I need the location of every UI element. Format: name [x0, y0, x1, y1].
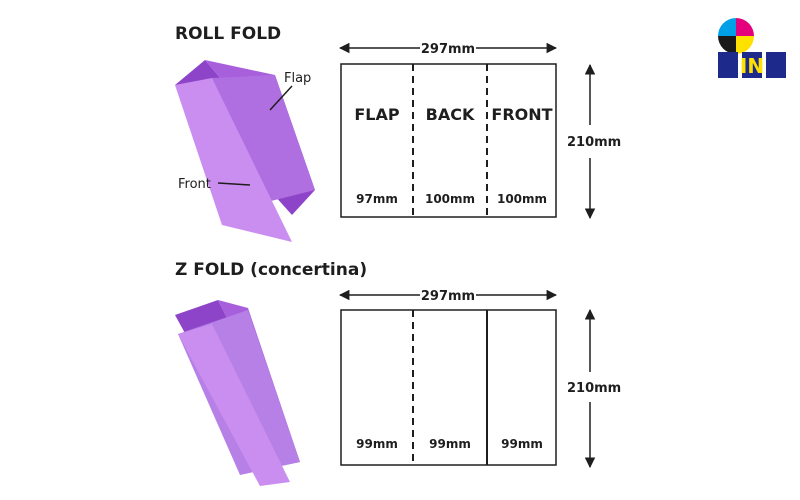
roll-width-label: 297mm [421, 42, 475, 57]
roll-fold-illustration: Flap Front [175, 60, 315, 242]
roll-panel-size: 97mm [356, 192, 398, 206]
roll-height-label: 210mm [567, 135, 621, 150]
z-fold-sheet: 297mm 210mm 99mm 99mm 99mm [338, 289, 621, 469]
z-panel-size: 99mm [501, 437, 543, 451]
z-panel-size: 99mm [356, 437, 398, 451]
roll-panel-size: 100mm [425, 192, 475, 206]
z-sheet-outline [340, 309, 557, 466]
z-fold-title: Z FOLD (concertina) [175, 260, 368, 280]
front-leader-line [217, 182, 251, 186]
roll-sheet-outline [340, 63, 557, 218]
z-fold-front-panel [178, 324, 290, 486]
z-fold-illustration [175, 300, 300, 486]
roll-panel-name: FLAP [354, 105, 400, 124]
front-callout: Front [178, 177, 211, 192]
roll-panel-name: FRONT [491, 105, 552, 124]
cmyk-printing-logo: IN [718, 18, 786, 78]
roll-fold-front-panel [175, 78, 292, 242]
z-width-label: 297mm [421, 289, 475, 304]
flap-leader-line [269, 85, 293, 111]
svg-text:IN: IN [740, 54, 764, 78]
roll-fold-sheet: 297mm 210mm FLAP BACK FRONT 97mm 100mm 1… [338, 42, 621, 220]
flap-callout: Flap [284, 71, 311, 86]
roll-panel-name: BACK [426, 105, 475, 124]
roll-fold-title: ROLL FOLD [175, 24, 282, 44]
z-panel-size: 99mm [429, 437, 471, 451]
z-height-label: 210mm [567, 381, 621, 396]
roll-panel-size: 100mm [497, 192, 547, 206]
roll-fold-flap-panel [212, 75, 315, 205]
